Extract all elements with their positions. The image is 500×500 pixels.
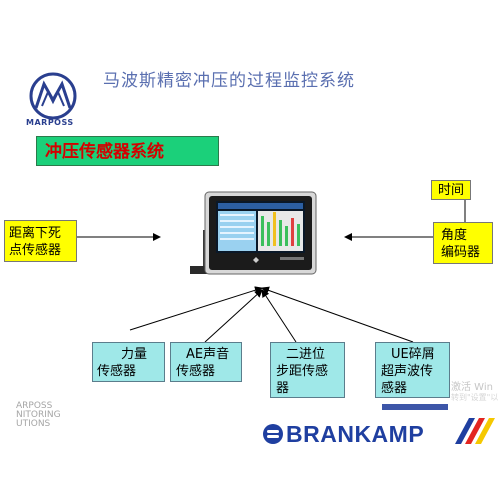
page-title: 马波斯精密冲压的过程监控系统	[103, 71, 355, 91]
brankamp-logo-icon	[262, 423, 284, 445]
binary-sensor-line1: 二进位	[286, 347, 326, 362]
angle-encoder-box: 角度 编码器	[433, 222, 493, 264]
time-box: 时间	[431, 180, 471, 200]
activation-watermark: 激活 Win	[451, 382, 493, 393]
brankamp-logo-stripes	[455, 412, 497, 444]
footer-faint-line3: UTIONS	[16, 419, 51, 429]
brankamp-logo-text: BRANKAMP	[286, 421, 425, 447]
force-sensor-line2: 传感器	[97, 364, 137, 379]
marposs-logo	[26, 70, 80, 122]
footer-faint-text: ARPOSS NITORING UTIONS	[16, 402, 61, 429]
binary-sensor-box: 二进位 步距传感 器	[270, 342, 345, 398]
ae-sensor-line2: 传感器	[176, 364, 216, 379]
force-sensor-box: 力量 传感器	[92, 342, 165, 382]
ae-sensor-line1: AE声音	[186, 347, 230, 362]
activation-watermark-sub: 转到"设置"以	[451, 393, 499, 402]
distance-sensor-box: 距离下死 点传感器	[4, 220, 77, 262]
ue-sensor-line3: 感器	[381, 381, 408, 396]
ue-sensor-line2: 超声波传	[381, 364, 434, 379]
angle-encoder-line2: 编码器	[441, 245, 481, 260]
footer-faint-line2: NITORING	[16, 410, 61, 420]
angle-encoder-line1: 角度	[441, 228, 468, 243]
marposs-logo-text: MARPOSS	[26, 118, 74, 127]
binary-sensor-line2: 步距传感	[276, 364, 329, 379]
time-label: 时间	[437, 183, 464, 198]
distance-sensor-line1: 距离下死	[9, 226, 62, 241]
force-sensor-line1: 力量	[121, 347, 148, 362]
ue-sensor-line1: UE碎屑	[391, 347, 435, 362]
ae-sensor-box: AE声音 传感器	[170, 342, 242, 382]
binary-sensor-line3: 器	[276, 381, 290, 396]
brand-bar-fragment	[382, 404, 448, 410]
section-banner: 冲压传感器系统	[36, 136, 219, 166]
distance-sensor-line2: 点传感器	[9, 243, 62, 258]
footer-faint-line1: ARPOSS	[16, 401, 53, 411]
ue-sensor-box: UE碎屑 超声波传 感器	[375, 342, 450, 398]
monitor-device	[190, 190, 318, 286]
